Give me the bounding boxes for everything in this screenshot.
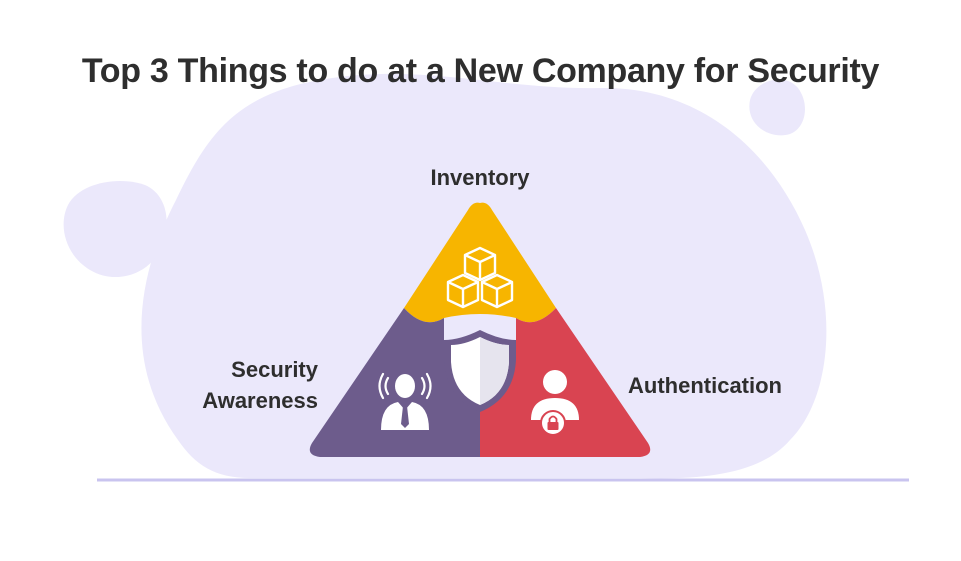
page-title: Top 3 Things to do at a New Company for …	[81, 52, 880, 90]
segment-awareness	[309, 308, 480, 457]
label-authentication: Authentication	[628, 373, 782, 398]
shield-icon	[444, 330, 516, 412]
user-lock-icon	[531, 370, 579, 436]
label-inventory: Inventory	[430, 165, 530, 190]
boxes-icon	[446, 246, 514, 309]
background-blob-corner	[749, 79, 805, 136]
background-blob-small	[63, 181, 167, 278]
label-security-awareness: Security Awareness	[202, 357, 318, 413]
person-speaking-icon	[378, 372, 432, 430]
